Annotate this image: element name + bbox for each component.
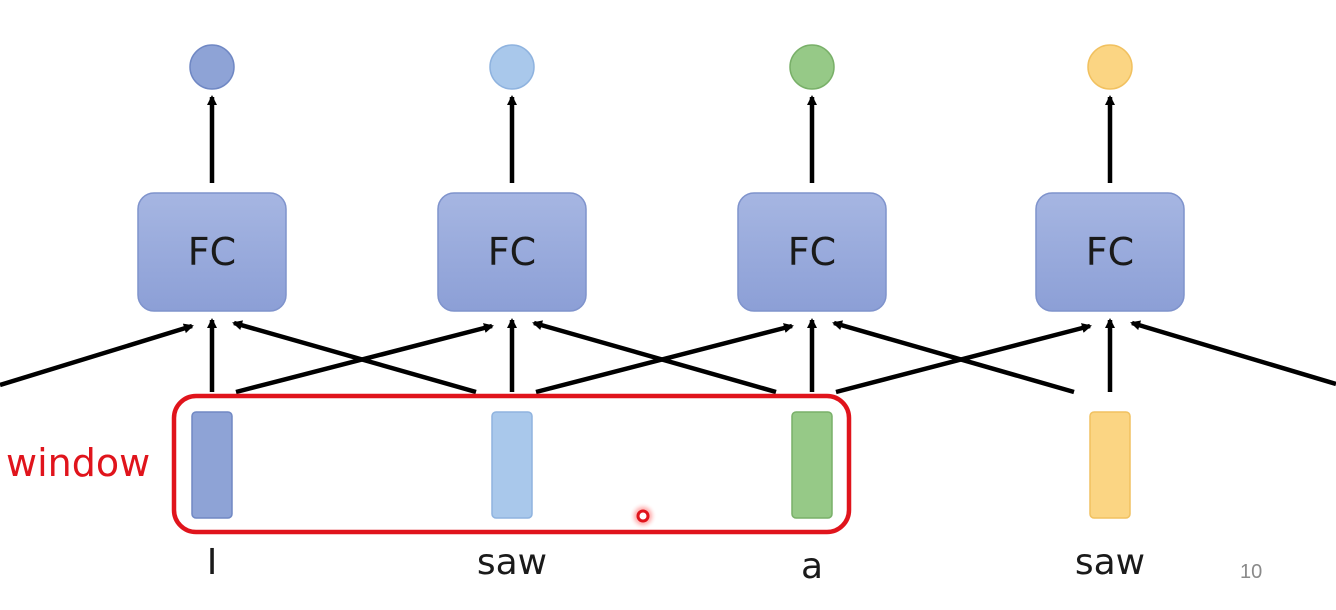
fc-label-3: FC [788, 230, 836, 274]
laser-pointer [629, 502, 657, 530]
fc-label-4: FC [1086, 230, 1134, 274]
word-vector-4 [1089, 411, 1131, 519]
fc-label-1: FC [188, 230, 236, 274]
word-label-4: saw [1075, 542, 1145, 583]
fc-block-2 [437, 192, 587, 312]
word-vector-2 [491, 411, 533, 519]
word-label-1: I [207, 542, 218, 583]
word-label-2: saw [477, 542, 547, 583]
diagonal-input-from-left-4 [835, 323, 1092, 395]
context-window-box [171, 393, 852, 535]
page-number: 10 [1240, 561, 1262, 583]
fc-block-4 [1035, 192, 1185, 312]
fc-block-3 [737, 192, 887, 312]
output-node-3 [789, 44, 835, 90]
fc-label-2: FC [488, 230, 536, 274]
diagonal-input-from-left-3 [535, 323, 794, 395]
output-node-2 [489, 44, 535, 90]
diagonal-input-from-right-4 [1130, 320, 1336, 387]
word-vector-3 [791, 411, 833, 519]
output-node-4 [1087, 44, 1133, 90]
fc-block-1 [137, 192, 287, 312]
word-label-3: a [801, 546, 823, 587]
diagonal-input-from-right-3 [832, 320, 1075, 395]
diagonal-input-from-left-1 [0, 323, 194, 388]
connection-arrows [0, 95, 1336, 395]
window-label: window [6, 441, 150, 485]
word-vector-1 [191, 411, 233, 519]
output-node-1 [189, 44, 235, 90]
diagonal-input-from-left-2 [235, 323, 494, 395]
diagonal-input-from-right-2 [532, 320, 777, 395]
diagonal-input-from-right-1 [232, 320, 477, 395]
